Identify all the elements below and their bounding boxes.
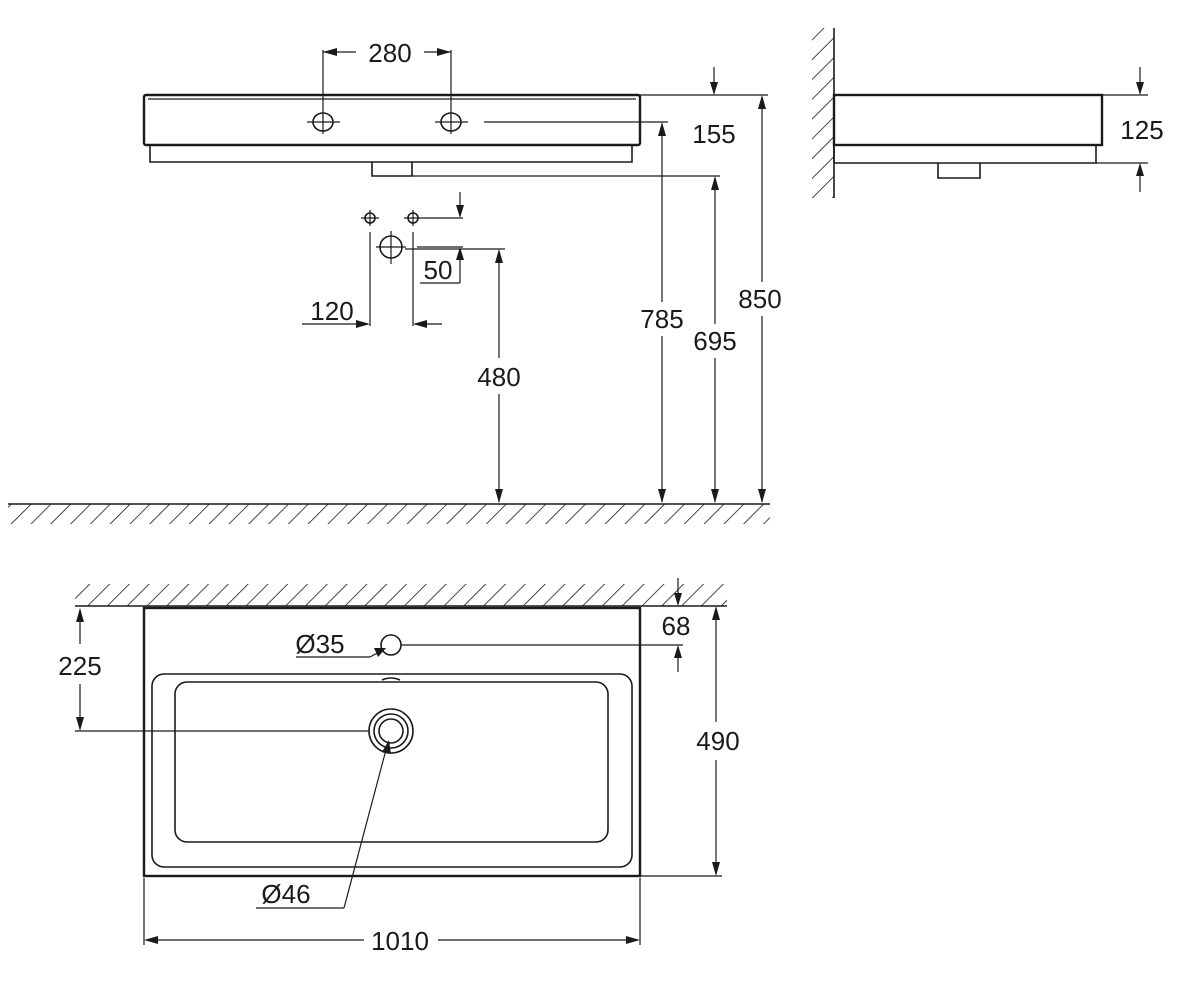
plan-basin-outline	[142, 606, 642, 878]
wall-hatch-side	[812, 28, 835, 198]
dim-underside-height: 695	[693, 326, 736, 356]
plan-bowl-inner	[174, 681, 609, 843]
dim-tap-axis-height: 785	[640, 304, 683, 334]
dim-connection-height: 480	[477, 362, 520, 392]
tap-hole-right-icon	[435, 110, 468, 134]
side-basin-underside	[833, 145, 1097, 164]
dim-overflow-diameter: Ø35	[295, 629, 344, 659]
dim-connection-spacing: 120	[310, 296, 353, 326]
dim-basin-width: 1010	[371, 926, 429, 956]
waste-connection-icon	[376, 231, 406, 264]
dim-basin-depth: 490	[696, 726, 739, 756]
waste-drain-icon	[368, 708, 414, 754]
dim-wall-to-drain: 225	[58, 651, 101, 681]
front-waste-stub	[371, 162, 413, 177]
plan-view: Ø35 68 225 490 Ø46	[58, 578, 740, 956]
wall-hatch-top	[75, 584, 727, 607]
water-connection-right-icon	[404, 210, 422, 226]
plan-bowl-outer	[151, 673, 633, 868]
dim-side-depth: 125	[1120, 115, 1163, 145]
side-elevation-view: 125	[812, 28, 1164, 198]
side-basin-body	[832, 93, 1104, 147]
front-basin-body	[142, 93, 642, 147]
tap-hole-left-icon	[307, 110, 340, 134]
water-connection-left-icon	[361, 210, 379, 226]
front-elevation-view: 280 155 785 695 850	[8, 38, 782, 524]
dim-rim-height: 850	[738, 284, 781, 314]
floor-hatch	[8, 503, 770, 524]
dim-rim-to-tap-axis: 155	[692, 119, 735, 149]
dim-waste-diameter: Ø46	[261, 879, 310, 909]
overflow-hole-icon	[380, 634, 402, 656]
front-basin-underside	[149, 145, 633, 163]
side-waste-stub	[937, 163, 981, 179]
dim-tap-hole-spacing: 280	[368, 38, 411, 68]
dim-connection-vertical: 50	[424, 255, 453, 285]
plan-overflow-slot	[381, 677, 401, 681]
dim-wall-to-overflow: 68	[662, 611, 691, 641]
